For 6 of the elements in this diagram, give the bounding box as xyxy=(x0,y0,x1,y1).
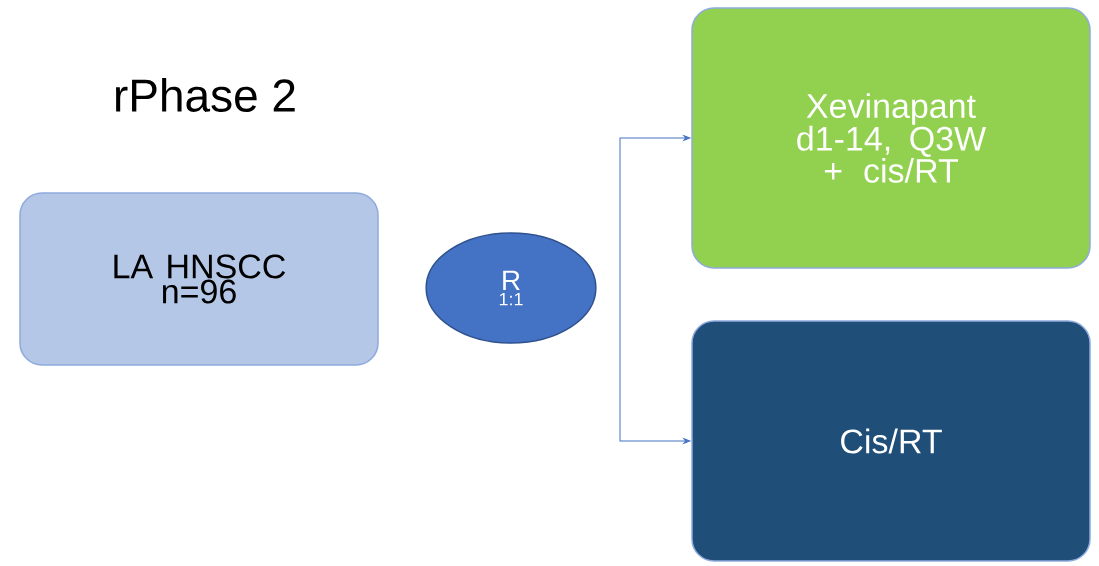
title: rPhase 2 xyxy=(116,78,295,112)
process-box: LA HNSCC n=96 xyxy=(19,192,379,366)
process-box: Cis/RT xyxy=(691,320,1091,562)
process-box: Xevinapant d1-14, Q3W + cis/RT xyxy=(691,7,1091,269)
arrow xyxy=(619,280,691,444)
arrow xyxy=(619,135,691,282)
